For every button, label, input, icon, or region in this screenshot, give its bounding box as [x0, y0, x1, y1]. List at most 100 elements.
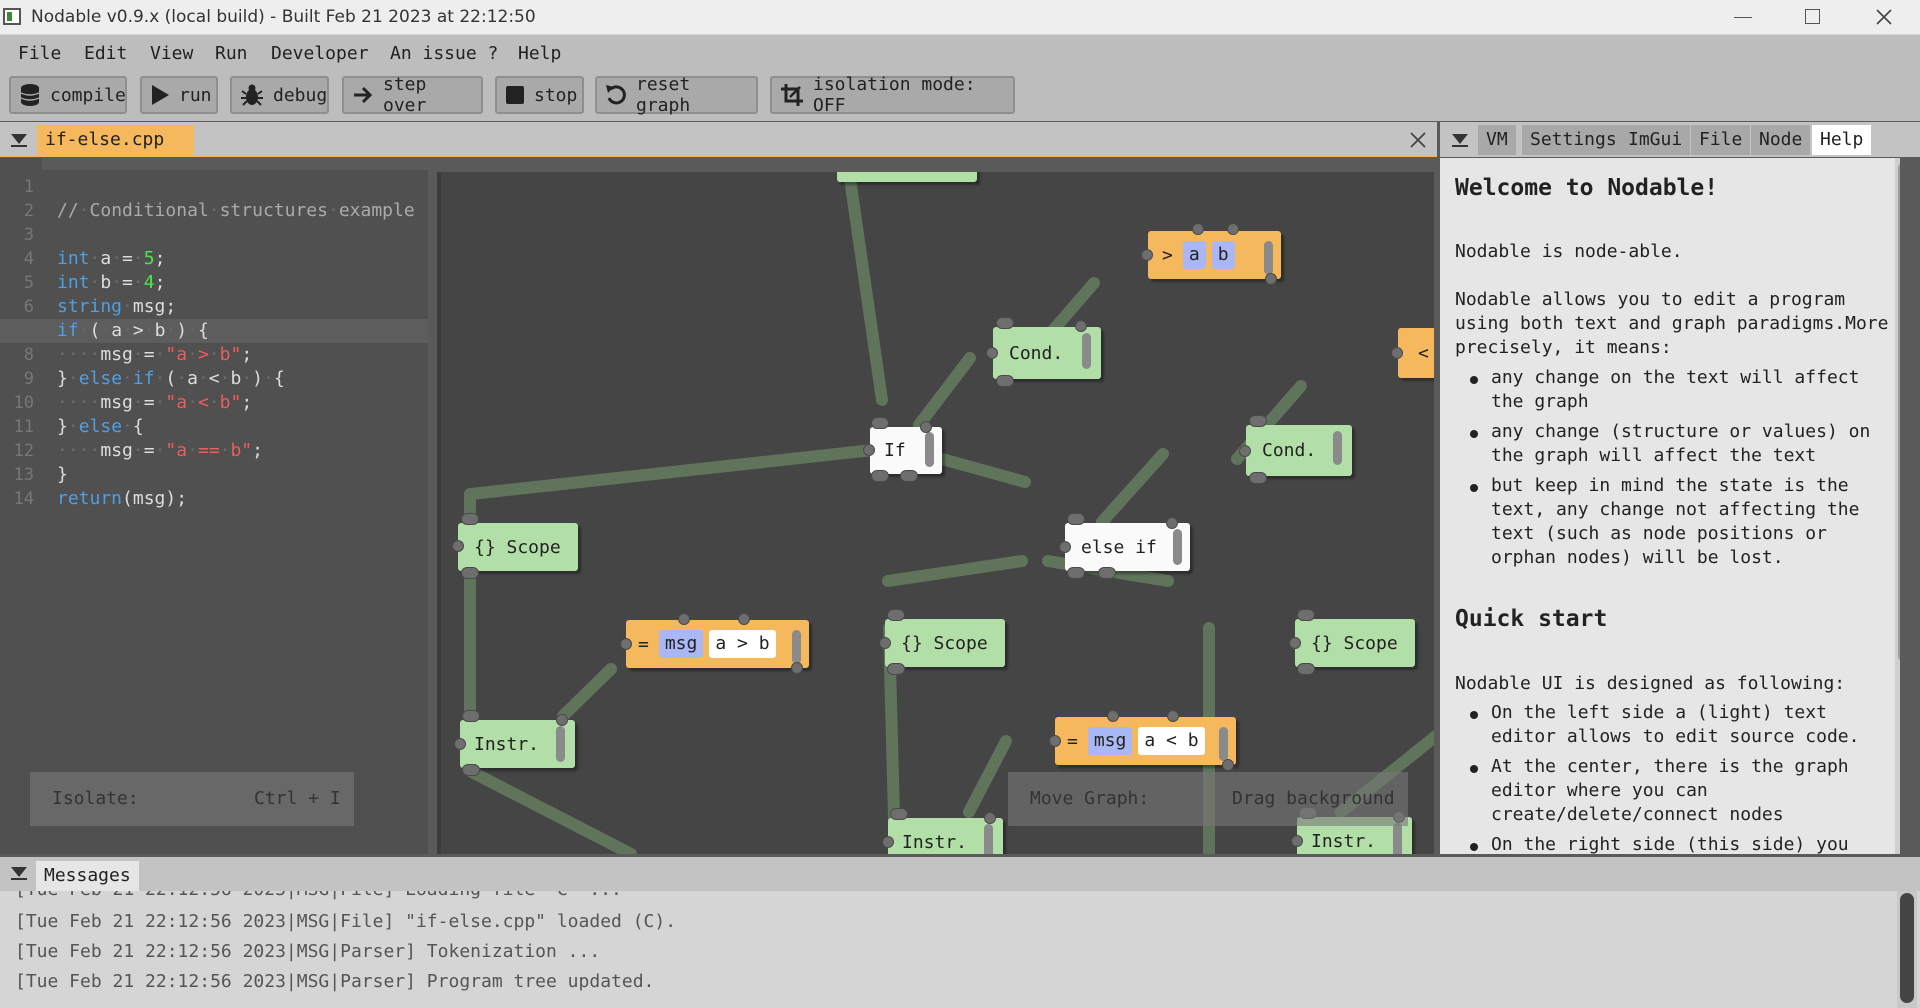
input-string[interactable]: a < b — [1138, 727, 1205, 755]
instr-node[interactable]: Instr. — [454, 710, 575, 776]
pin[interactable] — [863, 444, 875, 456]
pin[interactable] — [1265, 273, 1277, 285]
pin[interactable] — [1239, 445, 1251, 457]
menu-developer[interactable]: Developer — [271, 43, 369, 64]
pin[interactable] — [1049, 735, 1061, 747]
pin[interactable] — [678, 613, 690, 625]
menu-view[interactable]: View — [150, 43, 194, 64]
else-if-node[interactable]: else if — [1059, 513, 1190, 579]
tab-if-else-cpp[interactable]: if-else.cpp — [37, 125, 194, 155]
pin[interactable] — [1297, 663, 1315, 675]
pin[interactable] — [879, 637, 891, 649]
pin[interactable] — [791, 662, 803, 674]
cond-node[interactable]: Cond. — [986, 317, 1101, 387]
node-handle[interactable] — [984, 824, 993, 854]
compile-button[interactable]: compile — [9, 76, 127, 114]
pin[interactable] — [1391, 347, 1403, 359]
pin[interactable] — [1166, 517, 1178, 529]
node-handle[interactable] — [1333, 431, 1342, 465]
pin[interactable] — [984, 812, 996, 824]
minimize-icon[interactable] — [1734, 17, 1752, 18]
pin[interactable] — [452, 540, 464, 552]
pin[interactable] — [900, 470, 918, 482]
pin[interactable] — [996, 317, 1014, 329]
close-icon[interactable] — [1875, 8, 1893, 26]
text-editor[interactable]: 1 2 3 4 5 6 7 8 9 10 11 12 13 14 //·Cond… — [0, 158, 428, 854]
pin[interactable] — [871, 417, 889, 429]
restore-icon[interactable] — [1805, 9, 1820, 24]
run-button[interactable]: run — [140, 76, 218, 114]
node-handle[interactable] — [1082, 333, 1091, 369]
step-over-button[interactable]: step over — [342, 74, 483, 116]
messages-dock-menu-icon[interactable] — [11, 867, 27, 881]
pin[interactable] — [1291, 835, 1303, 847]
input-msg[interactable]: msg — [1087, 727, 1133, 755]
node-handle[interactable] — [1219, 727, 1228, 761]
graph-editor[interactable]: > a b Cond. < If Cond. — [437, 172, 1434, 854]
pin[interactable] — [996, 375, 1014, 387]
node-handle[interactable] — [1173, 529, 1182, 565]
pin[interactable] — [871, 470, 889, 482]
node-handle[interactable] — [925, 432, 934, 467]
tab-help[interactable]: Help — [1812, 125, 1872, 155]
pin[interactable] — [887, 663, 905, 675]
dock-menu-icon[interactable] — [11, 134, 27, 148]
menu-file[interactable]: File — [18, 43, 62, 64]
menu-an-issue[interactable]: An issue ? — [390, 43, 499, 64]
input-string[interactable]: a > b — [709, 630, 776, 658]
node-handle[interactable] — [1393, 823, 1402, 854]
pin[interactable] — [1167, 710, 1179, 722]
messages-scroll-thumb[interactable] — [1900, 893, 1914, 1003]
node-handle[interactable] — [1264, 241, 1273, 275]
pin[interactable] — [1227, 223, 1239, 235]
pin[interactable] — [890, 808, 908, 820]
messages-scrollbar[interactable] — [1897, 891, 1917, 1008]
pin[interactable] — [986, 347, 998, 359]
isolation-mode-button[interactable]: isolation mode: OFF — [770, 74, 1015, 116]
pin[interactable] — [1141, 249, 1153, 261]
pin[interactable] — [1098, 567, 1116, 579]
scope-node[interactable]: {} Scope — [879, 609, 1005, 675]
greater-than-node[interactable]: > a b — [1141, 223, 1281, 285]
pin[interactable] — [556, 714, 568, 726]
cond-node[interactable]: Cond. — [1239, 415, 1352, 484]
pin[interactable] — [1067, 567, 1085, 579]
debug-button[interactable]: debug — [230, 76, 329, 114]
pin[interactable] — [1067, 513, 1085, 525]
tab-settings[interactable]: Settings — [1522, 125, 1625, 155]
tab-vm[interactable]: VM — [1478, 125, 1516, 155]
stop-button[interactable]: stop — [495, 76, 584, 114]
pin[interactable] — [461, 513, 479, 525]
close-tab-icon[interactable] — [1410, 132, 1426, 148]
assign-node[interactable]: = msg a > b — [620, 613, 809, 674]
pin[interactable] — [462, 710, 480, 722]
pin[interactable] — [620, 638, 632, 650]
pin[interactable] — [887, 609, 905, 621]
tab-messages[interactable]: Messages — [36, 861, 139, 891]
pin[interactable] — [1222, 759, 1234, 771]
pin[interactable] — [1249, 472, 1267, 484]
if-node[interactable]: If — [863, 417, 942, 482]
reset-graph-button[interactable]: reset graph — [595, 74, 758, 116]
pin[interactable] — [882, 836, 894, 848]
pin[interactable] — [461, 567, 479, 579]
pin[interactable] — [1075, 320, 1087, 332]
pin[interactable] — [1059, 541, 1071, 553]
pin[interactable] — [920, 421, 932, 433]
scope-node[interactable]: {} Scope — [1289, 609, 1415, 675]
scope-node[interactable]: {} Scope — [452, 513, 578, 579]
input-a[interactable]: a — [1182, 241, 1206, 269]
pin[interactable] — [1289, 637, 1301, 649]
pin[interactable] — [1249, 415, 1267, 427]
less-than-node[interactable]: < — [1391, 328, 1434, 378]
menu-run[interactable]: Run — [215, 43, 248, 64]
pin[interactable] — [462, 764, 480, 776]
pin[interactable] — [1192, 223, 1204, 235]
pin[interactable] — [1297, 609, 1315, 621]
pin[interactable] — [1107, 710, 1119, 722]
input-b[interactable]: b — [1211, 241, 1235, 269]
pin[interactable] — [738, 613, 750, 625]
right-dock-menu-icon[interactable] — [1452, 134, 1468, 148]
tab-imgui[interactable]: ImGui — [1620, 125, 1691, 155]
node-handle[interactable] — [792, 630, 801, 664]
